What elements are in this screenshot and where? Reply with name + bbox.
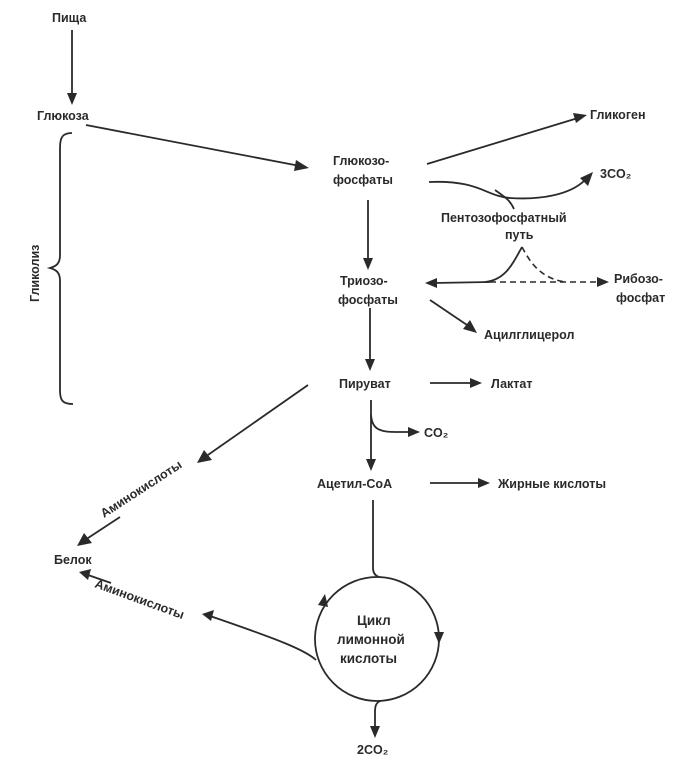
- arrowhead: [79, 569, 91, 580]
- edge-pentose-triosephosphates: [432, 281, 491, 284]
- edge-citriccycle-2co2: [374, 700, 381, 728]
- edge-glucosephosphates-glycogen: [426, 117, 579, 165]
- arrowhead: [408, 427, 420, 437]
- arrowhead: [77, 533, 92, 546]
- arrowhead: [425, 278, 437, 288]
- node-ribose-phosphate-line2: фосфат: [616, 291, 665, 305]
- node-glycogen: Гликоген: [590, 108, 646, 122]
- arrowhead: [597, 277, 609, 287]
- arrowhead: [573, 113, 587, 123]
- arrowhead: [67, 93, 77, 105]
- edge-acetylcoa-citriccycle: [372, 500, 380, 578]
- arrowhead: [463, 320, 477, 333]
- edge-pentose-branch: [494, 189, 515, 210]
- node-3co2: 3CO₂: [600, 167, 631, 181]
- node-lactate: Лактат: [491, 377, 533, 391]
- arrowhead: [365, 359, 375, 371]
- cycle-arrowhead-right: [434, 632, 444, 644]
- node-citric-cycle-line1: Цикл: [357, 613, 391, 628]
- arrowhead: [197, 450, 212, 463]
- edge-pyruvate-aminoacids: [204, 384, 309, 458]
- label-amino-acids-lower: Аминокислоты: [93, 577, 186, 622]
- node-pyruvate: Пируват: [339, 377, 391, 391]
- label-amino-acids-upper: Аминокислоты: [98, 458, 184, 521]
- arrowhead: [478, 478, 490, 488]
- node-fatty-acids: Жирные кислоты: [497, 477, 606, 491]
- edge-pentose-peak-dashed: [521, 246, 566, 283]
- edge-glucosephosphates-3co2: [428, 179, 586, 200]
- node-glucose-phosphates-line1: Глюкозо-: [333, 154, 389, 168]
- node-pentose-path-line2: путь: [505, 228, 534, 242]
- arrowhead: [294, 160, 309, 171]
- edge-citriccycle-aminoacids: [209, 615, 317, 661]
- arrowhead: [363, 258, 373, 270]
- node-triose-phosphates-line1: Триозо-: [340, 274, 388, 288]
- node-2co2: 2CO₂: [357, 743, 388, 757]
- arrowhead: [580, 172, 593, 186]
- node-protein: Белок: [54, 553, 92, 567]
- arrowhead: [470, 378, 482, 388]
- node-glucose-phosphates-line2: фосфаты: [333, 173, 393, 187]
- node-glucose: Глюкоза: [37, 109, 90, 123]
- edge-aminoacids-protein-lower: [87, 574, 112, 584]
- node-citric-cycle-line3: кислоты: [340, 651, 397, 666]
- edge-triosephosphates-acylglycerol: [429, 299, 471, 328]
- node-acetyl-coa: Ацетил-CoA: [317, 477, 392, 491]
- node-citric-cycle-line2: лимонной: [337, 632, 405, 647]
- arrowhead: [366, 459, 376, 471]
- glycolysis-brace: [46, 132, 74, 405]
- node-ribose-phosphate-line1: Рибозо-: [614, 272, 663, 286]
- node-co2: CO₂: [424, 426, 448, 440]
- node-food: Пища: [52, 11, 87, 25]
- cycle-arrowhead-left: [318, 594, 328, 607]
- node-acylglycerol: Ацилглицерол: [484, 328, 574, 342]
- edge-aminoacids-protein: [84, 516, 121, 541]
- node-pentose-path-line1: Пентозофосфатный: [441, 211, 567, 225]
- arrowhead: [202, 610, 214, 621]
- brace-label-glycolysis: Гликолиз: [28, 245, 42, 302]
- edge-pyruvate-co2: [370, 414, 410, 433]
- edge-pentose-peak-solid: [484, 246, 523, 283]
- arrowhead: [370, 726, 380, 738]
- edge-glucose-glucosephosphates: [85, 124, 301, 167]
- node-triose-phosphates-line2: фосфаты: [338, 293, 398, 307]
